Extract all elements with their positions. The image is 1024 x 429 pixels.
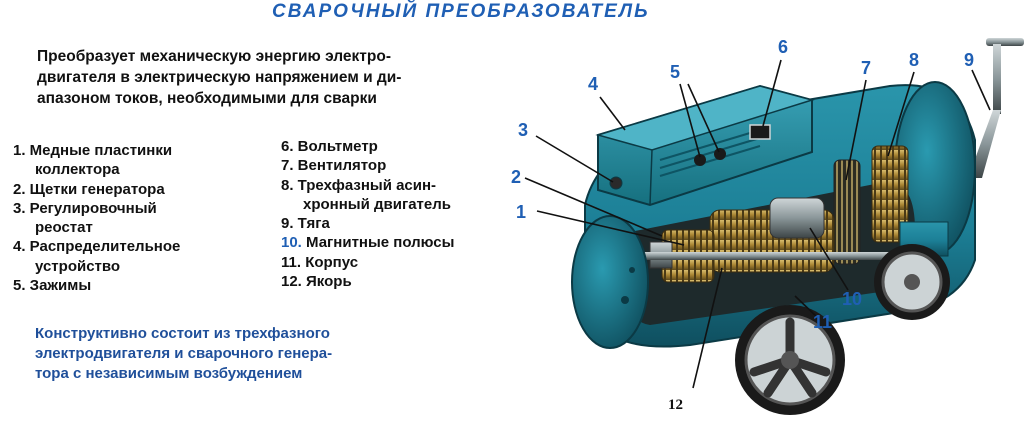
- callout-10: 10: [842, 289, 863, 309]
- callout-6: 6: [778, 37, 789, 57]
- footer-text: Конструктивно состоит из трехфазного эле…: [35, 324, 475, 384]
- legend-left: 1. Медные пластинки коллектора 2. Щетки …: [13, 141, 180, 295]
- callout-8: 8: [909, 50, 920, 70]
- callout-4: 4: [588, 74, 599, 94]
- legend-item-4: 4. Распределительное: [13, 238, 181, 256]
- legend-item-8: 8. Трехфазный асин-: [281, 176, 437, 194]
- diagram-title: СВАРОЧНЫЙ ПРЕОБРАЗОВАТЕЛЬ: [272, 1, 650, 22]
- footer-line: тора с независимым возбуждением: [35, 365, 303, 382]
- callout-11: 11: [813, 312, 833, 332]
- legend-item-1-cont: коллектора: [35, 161, 120, 179]
- rear-wheel: [874, 221, 950, 320]
- legend-item-8-cont: хронный двигатель: [303, 195, 451, 213]
- legend-item-11: 11. Корпус: [281, 253, 359, 271]
- intro-line: Преобразует механическую энергию электро…: [37, 48, 391, 65]
- callout-5: 5: [670, 62, 681, 82]
- legend-item-7: 7. Вентилятор: [281, 157, 387, 175]
- callout-7: 7: [861, 58, 872, 78]
- legend-item-9: 9. Тяга: [281, 215, 330, 233]
- drawbar: [968, 38, 1024, 178]
- legend-item-5: 5. Зажимы: [13, 277, 92, 295]
- callout-9: 9: [964, 50, 975, 70]
- legend-item-2: 2. Щетки генератора: [13, 180, 165, 198]
- legend-item-4-cont: устройство: [35, 257, 121, 275]
- legend-item-3-cont: реостат: [35, 219, 93, 237]
- legend-item-12: 12. Якорь: [281, 273, 352, 291]
- intro-text: Преобразует механическую энергию электро…: [37, 46, 512, 109]
- legend-right: 6. Вольтметр 7. Вентилятор 8. Трехфазный…: [281, 137, 454, 291]
- callout-12: 12: [668, 397, 683, 413]
- footer-line: Конструктивно состоит из трехфазного: [35, 325, 330, 342]
- front-wheel: [735, 305, 845, 415]
- front-end-cap: [571, 215, 649, 349]
- callout-3: 3: [518, 120, 529, 140]
- callout-2: 2: [511, 167, 522, 187]
- legend-item-10: 10. Магнитные полюсы: [281, 234, 455, 252]
- intro-line: двигателя в электрическую напряжением и …: [37, 69, 402, 86]
- legend-item-1: 1. Медные пластинки: [13, 142, 173, 159]
- callout-lines: [524, 59, 991, 389]
- legend-item-6: 6. Вольтметр: [281, 138, 378, 155]
- legend-item-3: 3. Регулировочный: [13, 199, 157, 217]
- intro-line: апазоном токов, необходимыми для сварки: [37, 90, 377, 107]
- footer-line: электродвигателя и сварочного генера-: [35, 345, 333, 362]
- control-box: [595, 84, 815, 207]
- callout-1: 1: [516, 202, 527, 222]
